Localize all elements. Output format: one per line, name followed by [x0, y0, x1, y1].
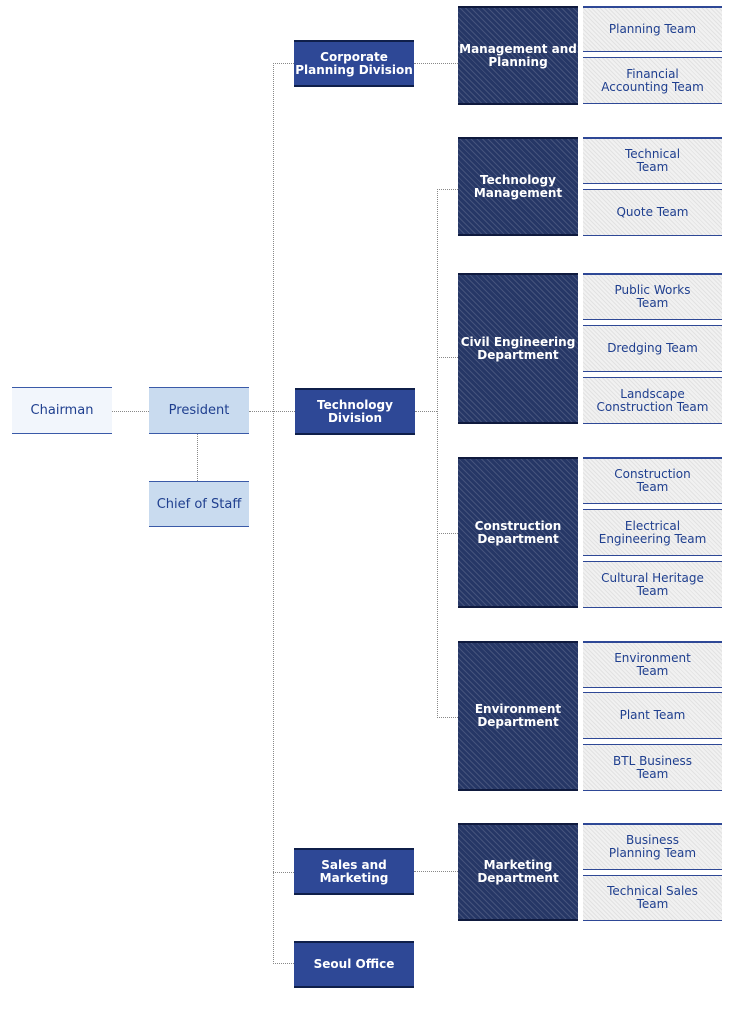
planning-team-box: Planning Team [583, 6, 722, 52]
technology-management-dept-box: Technology Management [458, 137, 578, 236]
seoul-office-box: Seoul Office [294, 941, 414, 988]
technical-sales-team-box: Technical Sales Team [583, 875, 722, 921]
connector-trunk-seoul [273, 963, 294, 964]
electrical-engineering-team-box: Electrical Engineering Team [583, 509, 722, 556]
quote-team-label: Quote Team [616, 205, 689, 219]
chairman-box: Chairman [12, 387, 112, 434]
seoul-office-label: Seoul Office [313, 957, 395, 971]
chief-of-staff-label: Chief of Staff [156, 496, 242, 512]
connector-technology-trunk [437, 189, 438, 718]
quote-team-box: Quote Team [583, 189, 722, 236]
civil-engineering-dept-label: Civil Engineering Department [460, 334, 576, 362]
construction-team-box: Construction Team [583, 457, 722, 504]
connector-main-trunk [273, 63, 274, 964]
planning-team-label: Planning Team [608, 22, 697, 36]
btl-business-team-label: BTL Business Team [613, 753, 692, 781]
corporate-planning-division-box: Corporate Planning Division [294, 40, 414, 87]
connector-sales-marketing [414, 871, 458, 872]
connector-technology-branch [415, 411, 437, 412]
connector-branch-environment [437, 717, 458, 718]
technical-team-label: Technical Team [624, 147, 681, 174]
president-label: President [168, 403, 230, 418]
connector-president-chief [197, 433, 198, 481]
connector-branch-techmgmt [437, 189, 458, 190]
technical-sales-team-label: Technical Sales Team [607, 884, 698, 911]
connector-corporate-management [414, 63, 458, 64]
technology-division-label: Technology Division [317, 397, 393, 425]
connector-chairman-president [111, 411, 149, 412]
business-planning-team-box: Business Planning Team [583, 823, 722, 870]
technology-division-box: Technology Division [295, 388, 415, 435]
corporate-planning-division-label: Corporate Planning Division [295, 49, 413, 77]
cultural-heritage-team-box: Cultural Heritage Team [583, 561, 722, 608]
sales-marketing-division-box: Sales and Marketing [294, 848, 414, 895]
financial-accounting-team-label: Financial Accounting Team [601, 66, 704, 94]
connector-branch-construction [437, 533, 458, 534]
public-works-team-label: Public Works Team [614, 283, 691, 310]
management-planning-dept-label: Management and Planning [459, 41, 577, 69]
chief-of-staff-box: Chief of Staff [149, 481, 249, 527]
business-planning-team-label: Business Planning Team [608, 833, 697, 860]
plant-team-label: Plant Team [619, 708, 686, 722]
plant-team-box: Plant Team [583, 692, 722, 739]
environment-dept-label: Environment Department [474, 702, 562, 729]
management-planning-dept-box: Management and Planning [458, 6, 578, 105]
construction-team-label: Construction Team [614, 467, 691, 494]
btl-business-team-box: BTL Business Team [583, 744, 722, 791]
sales-marketing-division-label: Sales and Marketing [319, 857, 389, 885]
dredging-team-box: Dredging Team [583, 325, 722, 372]
dredging-team-label: Dredging Team [607, 341, 698, 355]
cultural-heritage-team-label: Cultural Heritage Team [601, 570, 704, 598]
connector-president-trunk [249, 411, 295, 412]
landscape-construction-team-label: Landscape Construction Team [596, 386, 709, 414]
financial-accounting-team-box: Financial Accounting Team [583, 57, 722, 104]
technology-management-dept-label: Technology Management [473, 172, 563, 200]
landscape-construction-team-box: Landscape Construction Team [583, 377, 722, 424]
construction-dept-box: Construction Department [458, 457, 578, 608]
construction-dept-label: Construction Department [474, 518, 562, 546]
connector-trunk-sales [273, 872, 294, 873]
president-box: President [149, 387, 249, 434]
connector-trunk-corporate [273, 63, 294, 64]
environment-dept-box: Environment Department [458, 641, 578, 791]
environment-team-label: Environment Team [614, 651, 691, 678]
environment-team-box: Environment Team [583, 641, 722, 688]
public-works-team-box: Public Works Team [583, 273, 722, 320]
marketing-dept-label: Marketing Department [477, 858, 559, 885]
civil-engineering-dept-box: Civil Engineering Department [458, 273, 578, 424]
technical-team-box: Technical Team [583, 137, 722, 184]
chairman-label: Chairman [30, 403, 94, 418]
marketing-dept-box: Marketing Department [458, 823, 578, 921]
connector-branch-civil [437, 357, 458, 358]
electrical-engineering-team-label: Electrical Engineering Team [598, 518, 707, 546]
